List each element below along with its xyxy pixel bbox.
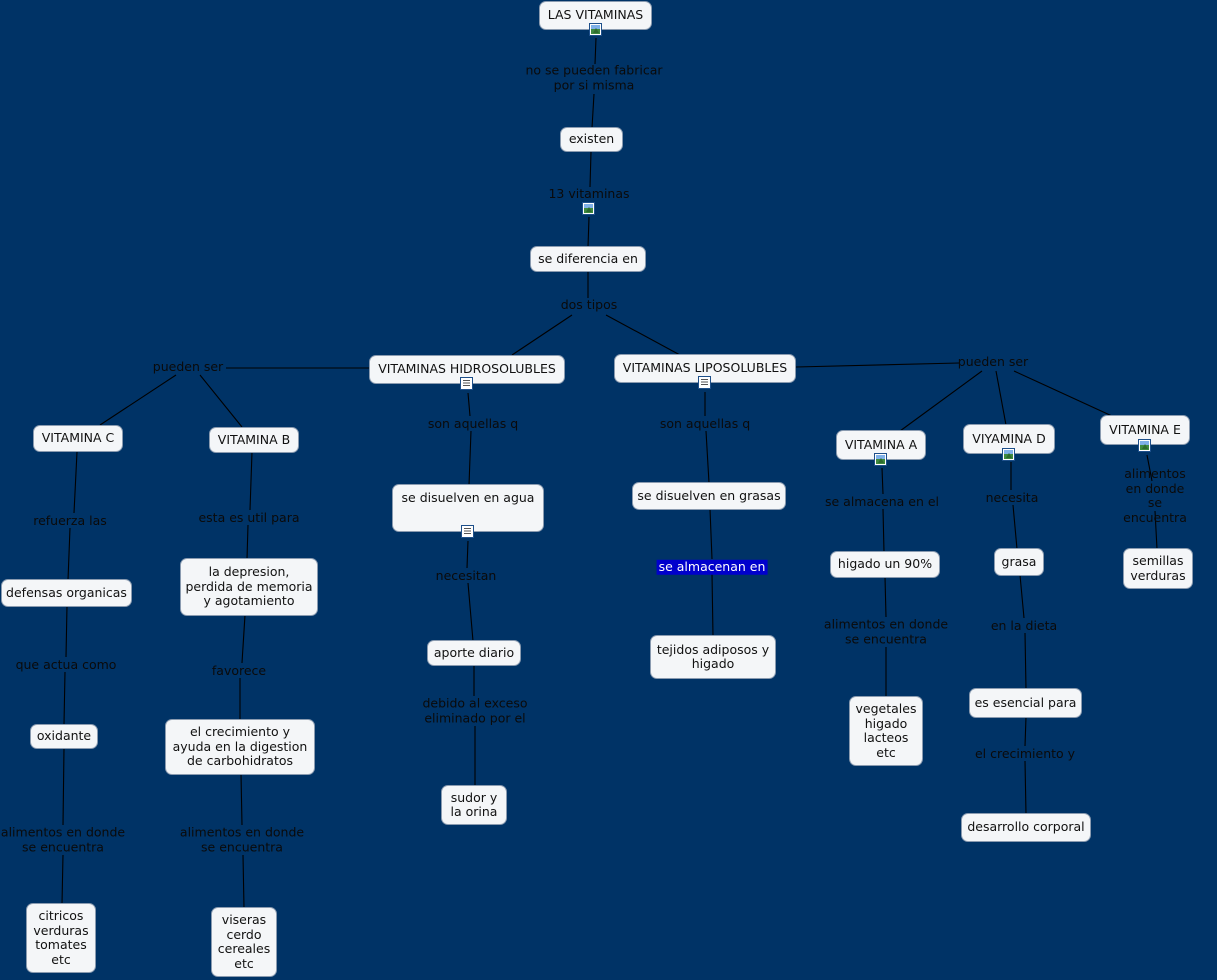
link-phrase-alimentos-b[interactable]: alimentos en donde se encuentra [179,824,305,854]
link-phrase-en-la-dieta[interactable]: en la dieta [990,617,1058,633]
document-icon[interactable] [461,525,474,538]
concept-higado[interactable]: higado un 90% [830,551,940,578]
link-phrase-favorece[interactable]: favorece [211,662,267,678]
concept-se-diferencia-en[interactable]: se diferencia en [530,246,646,272]
concept-oxidante[interactable]: oxidante [30,724,98,749]
link-phrase-esta-es-util[interactable]: esta es util para [198,509,300,525]
link [511,314,573,356]
concept-grasa[interactable]: grasa [994,548,1044,576]
link [242,854,245,909]
concept-semillas[interactable]: semillas verduras [1123,548,1193,589]
link [67,527,71,581]
link [1024,760,1027,815]
link [881,467,884,495]
link [65,605,68,658]
concept-viseras[interactable]: viseras cerdo cereales etc [211,907,277,977]
link [1024,716,1027,747]
image-icon[interactable] [874,453,887,466]
concept-aporte-diario[interactable]: aporte diario [427,640,521,666]
link [1024,632,1027,690]
link [705,430,710,484]
link [249,451,253,511]
link-phrase-13-vitaminas[interactable]: 13 vitaminas [548,185,630,201]
link [709,508,713,560]
link [467,392,471,417]
link-phrase-pueden-ser-left[interactable]: pueden ser [152,358,224,374]
link [1146,454,1153,482]
link-phrase-alimentos-a[interactable]: alimentos en donde se encuentra [823,616,949,646]
link [1154,510,1158,550]
link [1019,574,1025,619]
link [63,671,66,725]
link [466,540,469,569]
link [594,37,597,65]
link [591,93,595,129]
image-icon[interactable] [1138,439,1151,452]
link [1012,504,1018,550]
link-phrase-alimentos-e[interactable]: alimentos en donde se encuentra [1123,466,1187,525]
concept-depresion[interactable]: la depresion, perdida de memoria y agota… [180,558,318,616]
link-phrase-necesita[interactable]: necesita [985,489,1039,505]
link-phrase-se-almacenan[interactable]: se almacenan en [656,558,768,575]
link [61,854,64,905]
link [884,576,887,618]
concept-disuelven-grasas[interactable]: se disuelven en grasas [632,482,786,510]
image-icon[interactable] [1002,448,1015,461]
link [587,216,590,248]
link-phrase-refuerza[interactable]: refuerza las [33,512,107,528]
link-phrase-son-aquellas-l[interactable]: son aquellas q [659,415,751,431]
document-icon[interactable] [460,377,473,390]
concept-desarrollo[interactable]: desarrollo corporal [961,813,1091,842]
link [99,374,177,426]
concept-crecimiento-digestion[interactable]: el crecimiento y ayuda en la digestion d… [165,719,315,775]
link [899,370,983,432]
concept-citricos[interactable]: citricos verduras tomates etc [26,903,96,973]
link [467,582,474,642]
concept-vitamina-b[interactable]: VITAMINA B [209,427,299,453]
concept-sudor[interactable]: sudor y la orina [441,785,507,825]
concept-existen[interactable]: existen [560,127,623,152]
link-phrase-dos-tipos[interactable]: dos tipos [560,296,618,312]
concept-defensas-organicas[interactable]: defensas organicas [1,579,132,607]
image-icon[interactable] [589,23,602,36]
link-phrase-necesitan[interactable]: necesitan [435,567,497,583]
link [468,430,472,486]
concept-vitamina-c[interactable]: VITAMINA C [33,425,123,452]
link [62,747,65,826]
link [246,524,249,560]
link [199,374,243,428]
link-phrase-son-aquellas-h[interactable]: son aquellas q [427,415,519,431]
concept-vitamina-e[interactable]: VITAMINA E [1100,415,1190,445]
link-phrase-pueden-ser-right[interactable]: pueden ser [957,353,1029,369]
concept-vegetales[interactable]: vegetales higado lacteos etc [849,696,923,766]
link [240,773,243,826]
link [589,151,592,188]
image-icon[interactable] [582,202,595,215]
link-phrase-el-crecimiento-y[interactable]: el crecimiento y [974,745,1076,761]
link-phrase-no-se-pueden[interactable]: no se pueden fabricar por si misma [525,62,663,92]
link-phrase-debido[interactable]: debido al exceso eliminado por el [422,695,528,725]
concept-esencial[interactable]: es esencial para [969,688,1082,718]
link [241,614,246,664]
link [711,573,714,637]
link [73,451,78,514]
link [1013,370,1113,417]
concept-disuelven-agua[interactable]: se disuelven en agua [392,484,544,532]
link [995,370,1007,426]
document-icon[interactable] [698,376,711,389]
concept-las-vitaminas[interactable]: LAS VITAMINAS [539,1,652,30]
link-phrase-alimentos-c[interactable]: alimentos en donde se encuentra [0,824,126,854]
link [795,362,960,368]
link [882,508,885,553]
link-phrase-se-almacena-el[interactable]: se almacena en el [824,493,940,509]
concept-tejidos[interactable]: tejidos adiposos y higado [650,635,776,679]
link-phrase-que-actua[interactable]: que actua como [15,656,117,672]
link [605,314,681,356]
